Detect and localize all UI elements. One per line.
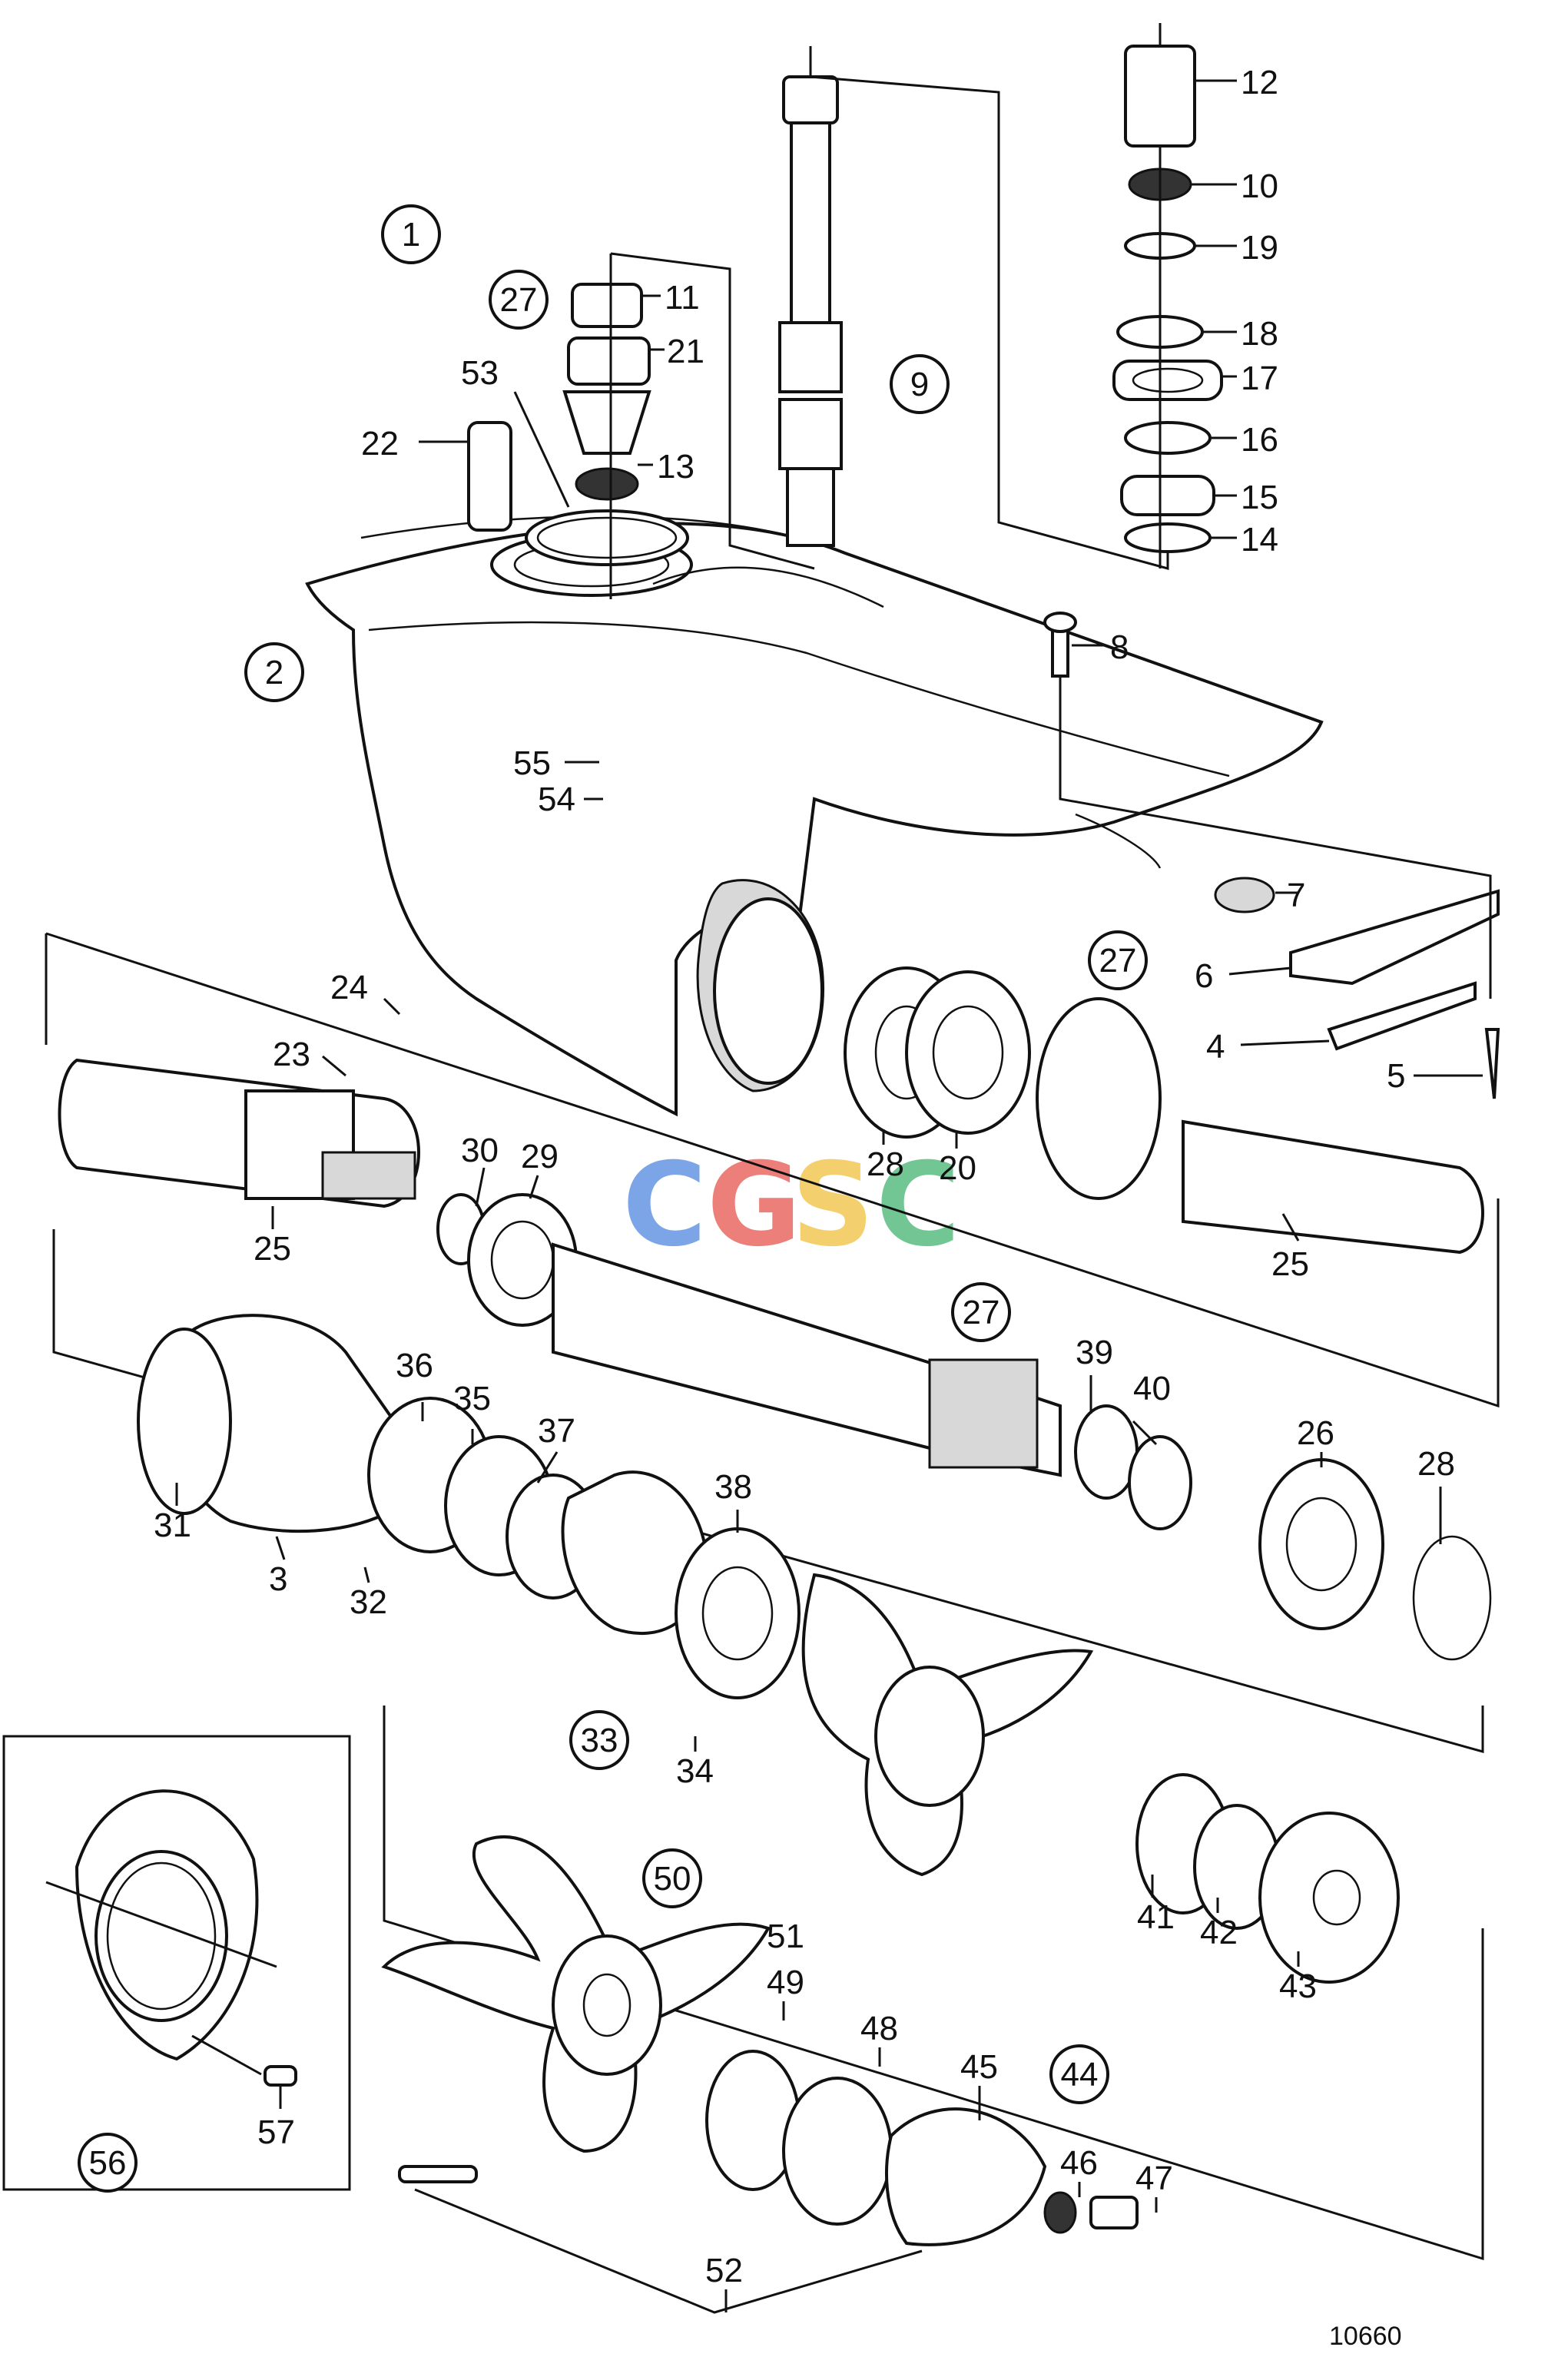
inset-box [2, 1735, 351, 2191]
part-label-28: 28 [867, 1145, 904, 1183]
part-label-55: 55 [513, 744, 551, 782]
part-label-48: 48 [860, 2010, 898, 2047]
part-label-30: 30 [461, 1132, 499, 1169]
part-label-19: 19 [1241, 229, 1278, 267]
part-label-14: 14 [1241, 521, 1278, 559]
callout-label-1: 1 [402, 216, 420, 254]
part-label-36: 36 [396, 1347, 433, 1384]
callout-circle-33 [569, 1710, 629, 1770]
part-label-35: 35 [453, 1380, 491, 1417]
watermark-logo: C G S C [622, 1139, 960, 1272]
part-label-7: 7 [1287, 877, 1305, 914]
part-label-39: 39 [1076, 1334, 1113, 1371]
part-label-13: 13 [657, 448, 694, 486]
callout-label-2: 2 [265, 654, 283, 691]
part-label-54: 54 [538, 781, 575, 818]
part-label-46: 46 [1060, 2144, 1098, 2182]
callout-label-27a: 27 [500, 281, 538, 319]
gear-housing [305, 515, 1324, 1117]
part-label-12: 12 [1241, 64, 1278, 101]
part-label-11: 11 [665, 279, 700, 317]
part-label-23: 23 [273, 1036, 310, 1073]
drive-shaft-assembly [778, 46, 1169, 570]
callout-circle-27b [1088, 930, 1148, 990]
part-label-42: 42 [1200, 1914, 1238, 1951]
part-label-41: 41 [1137, 1898, 1175, 1936]
callout-label-56: 56 [89, 2144, 127, 2182]
part-label-38: 38 [714, 1468, 752, 1506]
part-label-16: 16 [1241, 421, 1278, 459]
second-propeller-group [381, 1706, 1484, 2314]
part-label-31: 31 [154, 1507, 191, 1544]
part-label-15: 15 [1241, 479, 1278, 516]
callout-label-33: 33 [581, 1722, 618, 1759]
part-label-6: 6 [1195, 957, 1213, 995]
part-label-52: 52 [705, 2252, 743, 2289]
callout-circle-9 [890, 354, 950, 414]
part-label-28b: 28 [1417, 1445, 1455, 1483]
part-label-40: 40 [1133, 1370, 1171, 1407]
circled-callouts: 1 2 9 27 27 27 33 44 50 56 [78, 204, 1148, 2193]
part-label-34: 34 [676, 1752, 714, 1790]
watermark-letter-4: C [876, 1139, 960, 1272]
callout-circle-44 [1049, 2044, 1109, 2104]
part-label-20: 20 [939, 1149, 976, 1187]
part-label-47: 47 [1135, 2160, 1173, 2197]
callout-circle-27a [489, 270, 549, 330]
callout-circle-56 [78, 2133, 138, 2193]
watermark-letter-1: C [622, 1139, 707, 1272]
part-label-57: 57 [257, 2113, 295, 2151]
part-label-18: 18 [1241, 315, 1278, 353]
part-label-25a: 25 [254, 1230, 291, 1268]
propeller-shaft-section [45, 932, 1500, 1661]
part-label-51: 51 [767, 1918, 804, 1955]
part-label-32: 32 [350, 1583, 387, 1621]
drawing-number: 10660 [1329, 2322, 1402, 2351]
part-label-43: 43 [1279, 1967, 1317, 2005]
part-label-37: 37 [538, 1412, 575, 1450]
part-label-45: 45 [960, 2048, 998, 2086]
part-label-29: 29 [521, 1138, 559, 1175]
callout-label-27c: 27 [963, 1294, 1000, 1331]
mounting-parts [1043, 612, 1500, 1099]
part-label-21: 21 [667, 333, 704, 370]
part-label-22: 22 [361, 425, 399, 462]
part-label-4: 4 [1206, 1028, 1225, 1066]
part-label-8: 8 [1110, 628, 1129, 666]
callout-circle-2 [244, 642, 304, 702]
part-label-10: 10 [1241, 167, 1278, 205]
part-label-17: 17 [1241, 360, 1278, 397]
part-label-25b: 25 [1271, 1245, 1309, 1283]
callout-circle-1 [381, 204, 441, 264]
bearing-housing-and-propellers [52, 1229, 1484, 1984]
upper-bearing-stack [1112, 23, 1223, 569]
callout-circle-27c [951, 1282, 1011, 1342]
part-label-53: 53 [461, 354, 499, 392]
watermark-letter-2: G [707, 1139, 801, 1272]
part-labels: 12 10 19 18 17 16 15 14 11 21 53 22 13 8… [154, 64, 1483, 2312]
callout-label-50: 50 [654, 1860, 691, 1898]
part-label-24: 24 [330, 969, 368, 1006]
part-label-3: 3 [269, 1560, 287, 1598]
part-label-49: 49 [767, 1964, 804, 2001]
callout-label-9: 9 [910, 366, 929, 403]
callout-circle-50 [642, 1848, 702, 1908]
watermark-letter-3: S [791, 1139, 874, 1272]
pinion-stack [467, 252, 815, 599]
callout-label-44: 44 [1061, 2056, 1099, 2093]
part-label-5: 5 [1387, 1057, 1405, 1095]
callout-label-27b: 27 [1099, 942, 1137, 980]
part-label-26: 26 [1297, 1414, 1334, 1452]
